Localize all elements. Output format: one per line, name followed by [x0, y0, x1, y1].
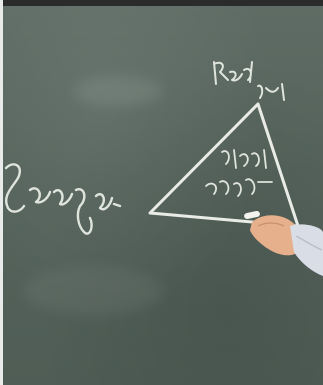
top-bar — [0, 0, 323, 6]
chalk-smudge — [73, 76, 163, 106]
handwriting-left — [4, 163, 122, 235]
handwriting-top — [213, 61, 285, 101]
chalk-smudge — [23, 266, 163, 316]
handwriting-inside — [205, 149, 273, 197]
hand-holding-chalk-icon — [244, 210, 323, 276]
chalk-triangle-icon — [148, 102, 300, 228]
chalkboard — [3, 6, 323, 385]
left-edge — [0, 0, 3, 385]
